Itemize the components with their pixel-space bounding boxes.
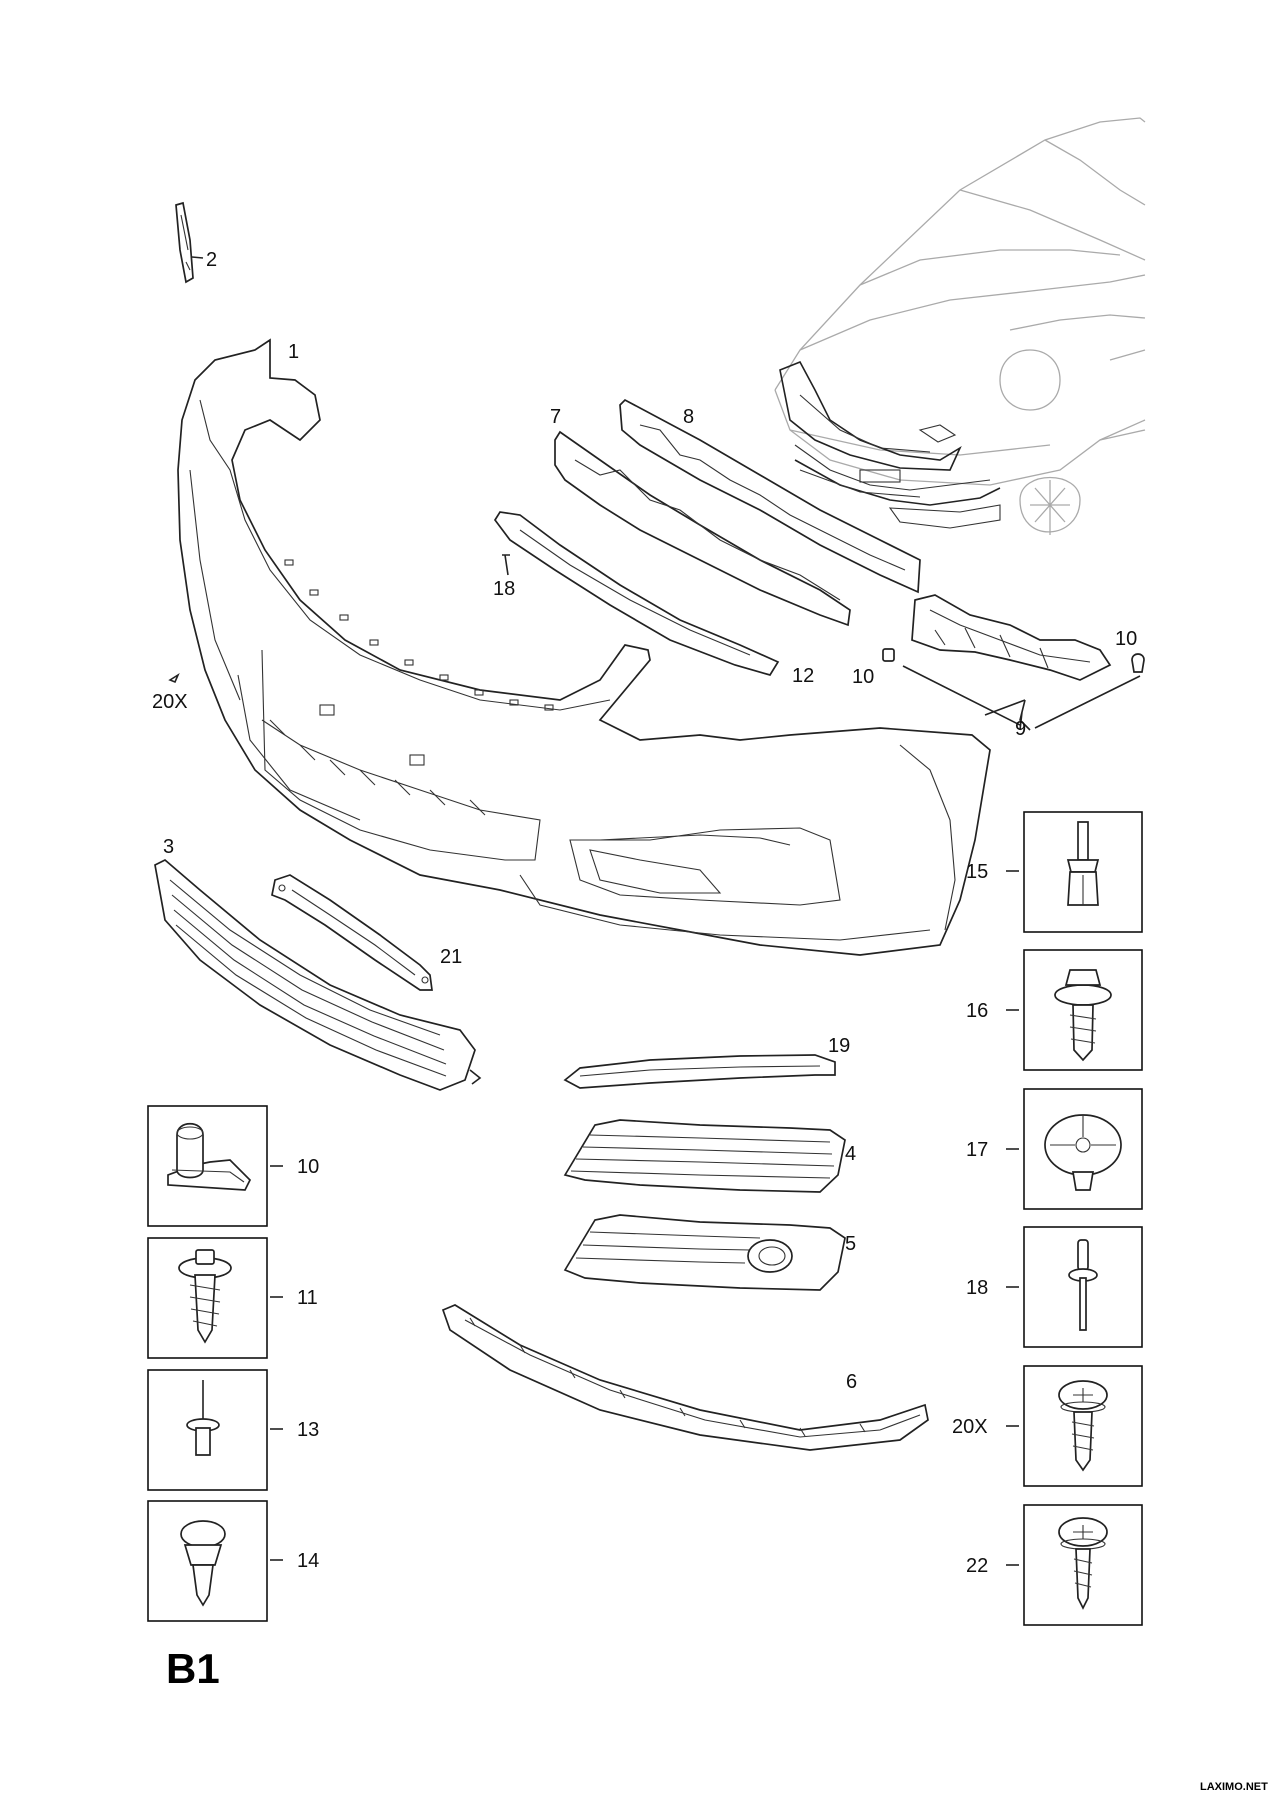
fastener-label-10: 10 bbox=[297, 1156, 319, 1178]
callout-5: 5 bbox=[845, 1233, 856, 1255]
part-21-bracket bbox=[271, 874, 433, 991]
callout-7: 7 bbox=[550, 406, 561, 428]
fastener-box-16: 16 bbox=[966, 949, 1143, 1071]
fastener-box-13: 13 bbox=[147, 1369, 319, 1491]
leader-lines bbox=[902, 665, 1141, 729]
callout-6: 6 bbox=[846, 1371, 857, 1393]
fastener-label-18: 18 bbox=[966, 1277, 988, 1299]
part-12-reinforcement bbox=[493, 511, 780, 676]
fastener-box-10: 10 bbox=[147, 1105, 319, 1227]
vehicle-overview bbox=[774, 117, 1146, 535]
fastener-box-20x: 20X bbox=[952, 1365, 1143, 1487]
part-18-rivet bbox=[502, 554, 510, 576]
callout-1: 1 bbox=[288, 341, 299, 363]
part-10-clip-a bbox=[882, 648, 895, 662]
callout-10-right: 10 bbox=[1115, 628, 1137, 650]
fastener-label-16: 16 bbox=[966, 1000, 988, 1022]
callout-21: 21 bbox=[440, 946, 462, 968]
part-1-bumper-fascia bbox=[177, 338, 991, 956]
callout-8: 8 bbox=[683, 406, 694, 428]
callout-4: 4 bbox=[845, 1143, 856, 1165]
sheet-id: B1 bbox=[166, 1645, 220, 1692]
part-7-absorber bbox=[554, 430, 851, 627]
callout-2: 2 bbox=[206, 249, 217, 271]
callout-12: 12 bbox=[792, 665, 814, 687]
fastener-box-18: 18 bbox=[966, 1226, 1143, 1348]
part-4-grille-insert bbox=[563, 1119, 846, 1193]
part-8-strip bbox=[619, 398, 921, 594]
fastener-box-15: 15 bbox=[966, 811, 1143, 933]
fastener-box-14: 14 bbox=[147, 1500, 319, 1622]
callout-18: 18 bbox=[493, 578, 515, 600]
part-6-lip-spoiler bbox=[441, 1304, 929, 1451]
fastener-label-17: 17 bbox=[966, 1139, 988, 1161]
part-2-bracket bbox=[175, 201, 204, 284]
part-20x-screw bbox=[168, 672, 180, 684]
callout-10-left: 10 bbox=[852, 666, 874, 688]
part-5-fog-insert bbox=[563, 1214, 846, 1291]
part-9-bracket bbox=[911, 594, 1112, 731]
fastener-label-14: 14 bbox=[297, 1550, 319, 1572]
callout-19: 19 bbox=[828, 1035, 850, 1057]
part-3-grille bbox=[154, 858, 482, 1091]
callout-20x: 20X bbox=[152, 691, 188, 713]
watermark: LAXIMO.NET bbox=[1200, 1781, 1268, 1793]
fastener-box-11: 11 bbox=[147, 1237, 318, 1359]
callout-labels: 1 2 3 4 5 6 7 8 9 10 10 12 18 19 20X 21 bbox=[152, 249, 1137, 1393]
fastener-label-20x: 20X bbox=[952, 1416, 988, 1438]
callout-3: 3 bbox=[163, 836, 174, 858]
part-10-clip-b bbox=[1131, 653, 1145, 673]
callout-9: 9 bbox=[1015, 718, 1026, 740]
fastener-label-15: 15 bbox=[966, 861, 988, 883]
fastener-box-22: 22 bbox=[966, 1504, 1143, 1626]
fastener-label-13: 13 bbox=[297, 1419, 319, 1441]
fastener-label-22: 22 bbox=[966, 1555, 988, 1577]
fastener-box-17: 17 bbox=[966, 1088, 1143, 1210]
fastener-label-11: 11 bbox=[297, 1287, 318, 1309]
part-19-trim bbox=[563, 1054, 836, 1089]
